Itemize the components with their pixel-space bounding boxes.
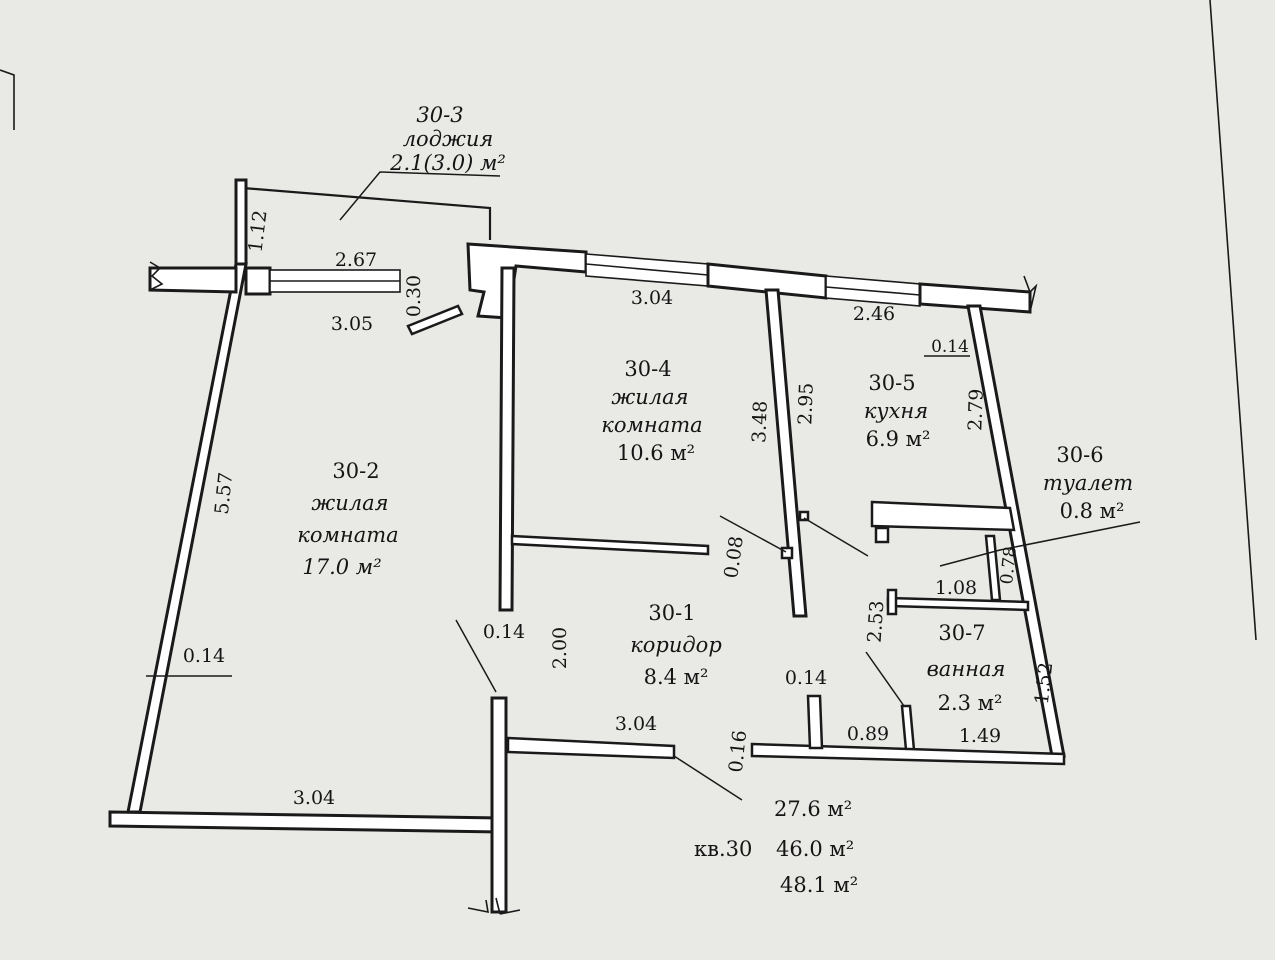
wall-room2-room4 — [498, 266, 516, 612]
paper-edge — [1209, 0, 1257, 641]
leader-loggia — [339, 171, 501, 221]
room-30-5-id: 30-5 — [868, 371, 915, 395]
dim-1-12: 1.12 — [245, 209, 272, 254]
dim-0-16: 0.16 — [725, 729, 751, 773]
room-30-7-id: 30-7 — [938, 621, 985, 645]
room-30-1: 30-1 коридор 8.4 м² — [630, 601, 722, 689]
dim-0-89: 0.89 — [847, 723, 889, 745]
door-jamb-toilet — [874, 526, 890, 544]
wall-toilet-bath — [886, 596, 1030, 612]
facade-wall-left — [148, 266, 238, 294]
dim-1-49: 1.49 — [959, 725, 1001, 747]
room-30-3-name: лоджия — [403, 127, 494, 151]
leader-bath-door — [865, 651, 905, 707]
dim-0-14-mid: 0.14 — [483, 621, 525, 643]
dim-0-14-bath: 0.14 — [785, 667, 827, 689]
dim-2-67: 2.67 — [335, 249, 377, 271]
total-area: 46.0 м² — [776, 837, 854, 861]
room-30-4-name2: комната — [601, 413, 702, 437]
dim-2-95: 2.95 — [794, 382, 817, 425]
dim-2-00: 2.00 — [549, 627, 571, 669]
dim-1-52: 1.52 — [1031, 661, 1057, 705]
leader-kitchen-door — [803, 517, 869, 557]
dim-2-53: 2.53 — [864, 600, 889, 644]
room-30-2-area: 17.0 м² — [302, 555, 381, 579]
break-mark-left — [149, 261, 164, 291]
room-30-7-area: 2.3 м² — [938, 691, 1003, 715]
room-30-2-name2: комната — [297, 523, 398, 547]
room-30-7: 30-7 ванная 2.3 м² — [927, 621, 1006, 715]
door-jamb-room4 — [780, 546, 794, 560]
room-30-3: 30-3 лоджия 2.1(3.0) м² — [389, 103, 506, 175]
wall-bath-left — [900, 704, 916, 752]
dim-3-05: 3.05 — [331, 313, 373, 335]
room-30-6-name: туалет — [1043, 471, 1133, 495]
loggia-door-leaf — [406, 304, 464, 336]
total-living-area: 27.6 м² — [774, 797, 852, 821]
leader-0-14-mid — [455, 619, 497, 693]
dim-3-04-bottom: 3.04 — [293, 787, 335, 809]
break-mark — [467, 897, 521, 915]
left-exterior-wall — [126, 262, 248, 814]
wall-corridor-stub — [806, 694, 824, 750]
dim-3-04-top: 3.04 — [631, 287, 673, 309]
leader-totals — [673, 755, 743, 801]
entrance-wall — [490, 696, 508, 914]
wall-room4-bottom — [510, 534, 710, 556]
room-30-4-area: 10.6 м² — [617, 441, 695, 465]
facade-pier — [244, 266, 272, 296]
dim-0-08: 0.08 — [720, 535, 748, 580]
room-30-4: 30-4 жилая комната 10.6 м² — [601, 357, 702, 465]
dim-2-46: 2.46 — [853, 303, 895, 325]
room-30-3-id: 30-3 — [416, 103, 463, 127]
wall-corridor-bottom — [506, 736, 676, 760]
door-jamb-bath-top — [886, 588, 898, 616]
loggia-outline — [242, 186, 492, 240]
dim-0-78: 0.78 — [997, 546, 1021, 586]
wall-room4-kitchen — [764, 288, 808, 618]
room-30-6-id: 30-6 — [1056, 443, 1103, 467]
dim-0-14-kitchen: 0.14 — [931, 337, 969, 357]
total-area-with-loggia: 48.1 м² — [780, 873, 858, 897]
room-30-1-id: 30-1 — [648, 601, 695, 625]
room-30-6: 30-6 туалет 0.8 м² — [1043, 443, 1133, 523]
bottom-wall-room-2 — [108, 810, 502, 834]
room-30-5-name: кухня — [864, 399, 928, 423]
dim-5-57: 5.57 — [211, 471, 237, 515]
window-kitchen-glass — [825, 286, 921, 296]
jog-wall — [466, 242, 588, 320]
break-mark-right — [1023, 275, 1038, 313]
room-30-2: 30-2 жилая комната 17.0 м² — [297, 459, 398, 579]
wall-bath-bottom — [750, 742, 1066, 766]
room-30-2-name1: жилая — [311, 491, 388, 515]
window-room-4-glass — [585, 263, 709, 276]
dim-0-14-left: 0.14 — [183, 645, 225, 667]
dim-3-48: 3.48 — [748, 400, 771, 443]
dim-2-79: 2.79 — [964, 388, 987, 431]
room-30-5-area: 6.9 м² — [866, 427, 931, 451]
room-30-5: 30-5 кухня 6.9 м² — [864, 371, 931, 451]
leader-toilet — [939, 521, 1141, 567]
room-30-7-name: ванная — [927, 657, 1006, 681]
apartment-label: кв.30 — [694, 837, 752, 861]
wall-kitchen-toilet — [870, 500, 1016, 532]
room-30-3-area: 2.1(3.0) м² — [389, 151, 506, 175]
door-jamb-kitchen — [798, 510, 810, 522]
dim-0-30: 0.30 — [403, 275, 425, 317]
room-30-4-name1: жилая — [611, 385, 688, 409]
room-30-1-area: 8.4 м² — [644, 665, 709, 689]
room-30-1-name: коридор — [630, 633, 722, 657]
leader-0-08 — [719, 515, 787, 553]
dim-3-04-mid: 3.04 — [615, 713, 657, 735]
room-30-2-id: 30-2 — [332, 459, 379, 483]
room-30-6-area: 0.8 м² — [1060, 499, 1125, 523]
dim-1-08: 1.08 — [935, 577, 977, 599]
apartment-totals: 27.6 м² кв.30 46.0 м² 48.1 м² — [694, 797, 858, 897]
paper-corner — [0, 69, 15, 130]
room-30-4-id: 30-4 — [624, 357, 671, 381]
